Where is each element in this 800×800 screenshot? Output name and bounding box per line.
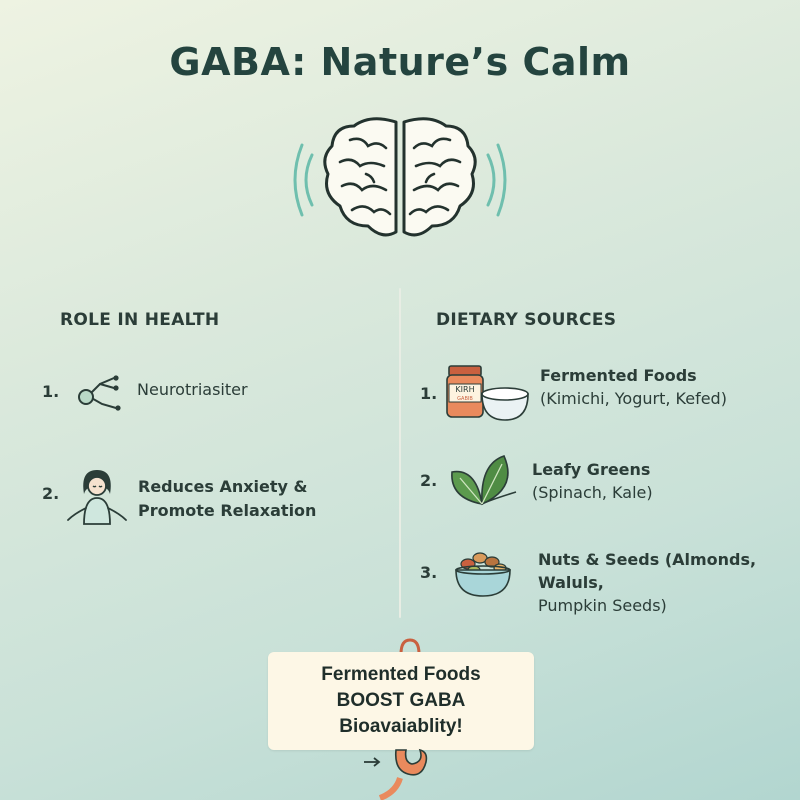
role-item-number: 2.: [42, 484, 60, 503]
source-item-number: 2.: [420, 471, 438, 490]
nut-bowl-icon: [455, 552, 511, 597]
callout-line: Bioavaiablity!: [339, 716, 463, 737]
jar-label-subtext: GABIB: [457, 396, 473, 402]
leaf-icon: [451, 455, 517, 506]
stomach-icon: [364, 748, 428, 800]
fermented-jar-bowl-icon: KIRH GABIB: [446, 365, 529, 421]
fermented-foods-label: Fermented Foods (Kimichi, Yogurt, Kefed): [540, 366, 727, 408]
callout-line: BOOST GABA: [336, 690, 466, 711]
nuts-seeds-label: Nuts & Seeds (Almonds, Waluls, Pumpkin S…: [538, 550, 757, 615]
callout-line: Fermented Foods: [321, 664, 481, 685]
jar-label-text: KIRH: [455, 385, 474, 394]
callout-box: Fermented Foods BOOST GABA Bioavaiablity…: [268, 652, 534, 750]
column-divider: [399, 288, 401, 618]
role-item-number: 1.: [42, 382, 60, 401]
brain-icon: [293, 117, 507, 237]
neuron-icon: [78, 375, 121, 411]
calm-person-icon: [67, 470, 127, 525]
source-item-number: 3.: [420, 563, 438, 582]
page-title: GABA: Nature’s Calm: [169, 40, 631, 84]
gut-pipe-icon: [399, 638, 421, 654]
dietary-sources-heading: DIETARY SOURCES: [436, 310, 617, 330]
source-item-number: 1.: [420, 384, 438, 403]
reduces-anxiety-label: Reduces Anxiety & Promote Relaxation: [138, 477, 317, 520]
leafy-greens-label: Leafy Greens (Spinach, Kale): [532, 460, 653, 502]
neurotransmitter-label: Neurotriasiter: [137, 380, 248, 399]
role-in-health-heading: ROLE IN HEALTH: [60, 310, 220, 330]
